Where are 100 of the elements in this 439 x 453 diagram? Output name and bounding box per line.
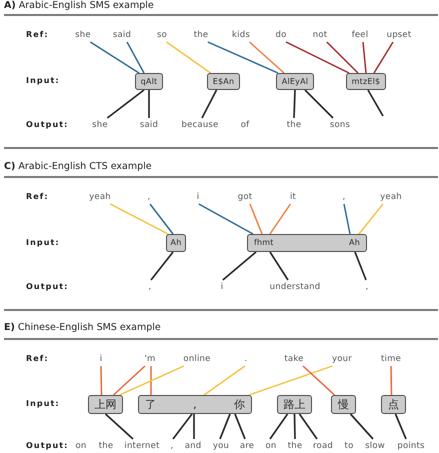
row-label: Output: xyxy=(26,282,68,292)
output-word: points xyxy=(396,439,426,453)
alignment-line xyxy=(249,204,263,234)
input-box xyxy=(381,395,406,414)
alignment-line xyxy=(373,42,394,74)
output-word: i xyxy=(220,280,224,294)
alignment-line xyxy=(100,366,102,396)
alignment-line xyxy=(219,414,231,440)
output-word: said xyxy=(138,118,160,132)
input-token: AlEyAl xyxy=(282,78,308,86)
panel-heading: C) Arabic-English CTS example xyxy=(4,161,152,173)
reference-word: i xyxy=(196,190,200,204)
row-label: Ref: xyxy=(26,192,49,202)
row-label: Ref: xyxy=(26,354,49,364)
input-token: 慢 xyxy=(338,399,350,410)
alignment-line xyxy=(269,252,289,280)
alignment-line xyxy=(234,414,246,440)
output-word: sons xyxy=(328,118,352,132)
output-word: the xyxy=(286,439,304,453)
alignment-line xyxy=(286,41,350,74)
input-token: E$An xyxy=(212,78,234,86)
input-box xyxy=(207,73,240,90)
output-word: the xyxy=(98,440,114,453)
alignment-line xyxy=(343,204,351,234)
reference-word: i xyxy=(98,352,104,366)
reference-word: , xyxy=(146,190,152,204)
alignment-line xyxy=(172,413,193,440)
input-token: 你 xyxy=(234,399,245,410)
output-word: internet xyxy=(123,439,161,453)
panel-heading: A) Arabic-English SMS example xyxy=(4,0,154,12)
alignment-line xyxy=(201,90,218,118)
reference-word: take xyxy=(283,352,305,366)
input-box xyxy=(346,73,386,90)
alignment-line xyxy=(302,365,335,396)
output-word: are xyxy=(238,439,256,453)
alignment-line xyxy=(150,251,174,281)
reference-word: said xyxy=(112,28,132,42)
reference-word: your xyxy=(331,352,353,366)
output-word: road xyxy=(312,439,334,453)
alignment-line xyxy=(298,414,318,440)
input-box xyxy=(166,234,186,252)
alignment-line xyxy=(149,204,174,234)
alignment-line xyxy=(148,90,150,118)
output-word: the xyxy=(286,118,302,132)
output-word: , xyxy=(170,439,174,453)
alignment-line xyxy=(204,365,246,396)
input-box xyxy=(88,395,123,414)
reference-word: the xyxy=(192,28,210,42)
row-label: Output: xyxy=(26,441,68,451)
reference-word: not xyxy=(312,28,328,42)
output-word: of xyxy=(240,119,250,132)
reference-word: online xyxy=(182,352,212,366)
reference-word: do xyxy=(274,28,288,42)
input-token: fhmt xyxy=(254,239,274,247)
reference-word: it xyxy=(288,190,298,204)
alignment-line xyxy=(326,41,359,74)
alignment-line xyxy=(119,365,184,396)
alignment-line xyxy=(350,413,374,440)
input-token: 点 xyxy=(388,399,400,410)
input-token: qAlt xyxy=(140,78,158,86)
input-box xyxy=(277,395,312,414)
alignment-line xyxy=(294,414,296,440)
reference-word: so xyxy=(156,28,168,42)
input-box xyxy=(247,234,367,252)
input-token: , xyxy=(193,399,197,410)
reference-word: yeah xyxy=(88,190,112,204)
alignment-line xyxy=(249,41,284,74)
output-word: on xyxy=(74,440,88,453)
input-token: 上网 xyxy=(94,399,117,410)
input-token: Ah xyxy=(170,239,182,247)
alignment-line xyxy=(354,252,367,280)
alignment-line xyxy=(248,365,333,396)
reference-word: . xyxy=(244,352,248,366)
row-label: Input: xyxy=(26,76,60,86)
panel-heading: E) Chinese-English SMS example xyxy=(4,322,161,334)
input-box xyxy=(135,73,163,90)
row-label: Output: xyxy=(26,120,68,130)
alignment-line xyxy=(193,414,195,439)
alignment-line xyxy=(269,414,288,440)
output-word: because xyxy=(180,118,220,132)
alignment-line xyxy=(166,41,211,74)
reference-word: 'm xyxy=(143,352,157,366)
reference-word: feel xyxy=(350,28,370,42)
reference-word: yeah xyxy=(379,190,403,204)
output-word: on xyxy=(264,439,278,453)
alignment-line xyxy=(304,89,334,119)
input-box xyxy=(138,395,252,414)
output-word: to xyxy=(344,440,354,453)
reference-word: she xyxy=(74,28,92,42)
alignment-line xyxy=(390,366,392,396)
row-label: Input: xyxy=(26,399,60,409)
alignment-line xyxy=(269,204,291,234)
alignment-line xyxy=(208,41,278,74)
alignment-line xyxy=(394,414,407,440)
alignment-line xyxy=(150,366,152,395)
alignment-line xyxy=(367,90,384,116)
alignment-line xyxy=(90,41,140,74)
output-word: , xyxy=(364,280,370,294)
output-word: understand xyxy=(268,280,322,294)
alignment-line xyxy=(362,42,367,74)
